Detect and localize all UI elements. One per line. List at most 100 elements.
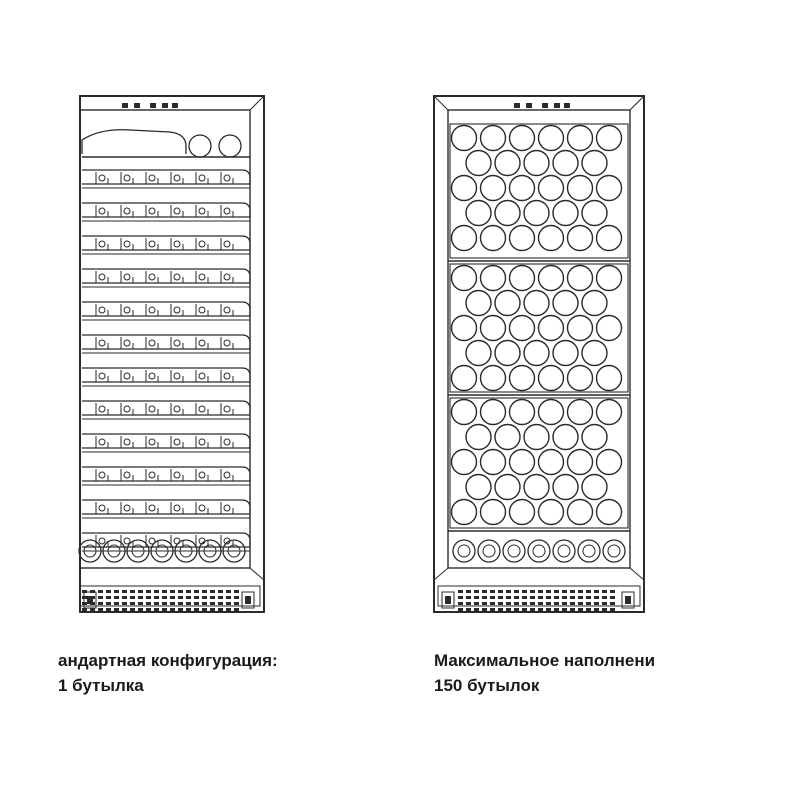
bottle-end [552,149,579,177]
grille-slot [218,602,223,605]
grille-slot [546,608,551,611]
bottle-end [450,364,478,392]
bottle-cap [223,372,231,380]
bottle-end [566,224,594,252]
grille-slot [178,608,183,611]
maximum-caption-line-2: 150 бутылок [434,676,540,695]
bottle-end [566,314,594,342]
bottle-neck [120,535,134,548]
shelf-rail [82,301,251,317]
bottle-end [566,264,594,292]
bottle-cap [223,174,231,182]
grille-slot [178,596,183,599]
bottle-end [477,539,501,563]
grille-slot [154,590,159,593]
bottle-cap [173,471,181,479]
bottle-cap [148,273,156,281]
grille-slot [210,602,215,605]
grille-slot [194,602,199,605]
bottle-cap [173,405,181,413]
cabinet-frame [433,95,645,613]
grille-slot [170,602,175,605]
bottle-cap [98,537,106,545]
bottle-cap [123,174,131,182]
grille-slot [586,596,591,599]
panel-indicator [150,103,156,108]
grille-slot [98,602,103,605]
bottle-end [450,448,478,476]
grille-slot [530,596,535,599]
grille-slot [202,608,207,611]
bottle-stack-section [448,397,630,532]
bottle-end-inner [107,544,121,558]
bottle-cap [198,207,206,215]
grille-slot [114,608,119,611]
bottle-cap [98,240,106,248]
bottom-bottle-row [78,539,246,563]
bottle-end [581,199,608,227]
bottle-end [450,264,478,292]
bottle-neck [170,535,184,548]
grille-slot [162,590,167,593]
bottle-cap [198,306,206,314]
bottle-end [537,314,565,342]
bottle-end [465,149,492,177]
bottle-neck [95,403,109,416]
bottle-cap [98,372,106,380]
bottle-neck [195,205,209,218]
grille-slot [610,590,615,593]
bottle-neck [145,502,159,515]
bottle-cap [123,372,131,380]
sliding-shelf [82,499,251,519]
sliding-shelf [82,367,251,387]
bottle-cap [148,405,156,413]
bottle-end [508,364,536,392]
bottle-end [479,174,507,202]
grille-slot [106,608,111,611]
grille-slot [170,596,175,599]
control-panel [122,103,178,108]
bottle-neck [195,337,209,350]
grille-slot [218,590,223,593]
grille-slot [218,596,223,599]
grille-slot [114,602,119,605]
grille-slot [234,608,239,611]
grille-slot [138,596,143,599]
bottle-cap [98,438,106,446]
grille-slot [170,590,175,593]
grille-corner-fill [245,596,251,604]
bottle-end [479,448,507,476]
panel-indicator [554,103,560,108]
bottle-end [479,314,507,342]
bottle-end [602,539,626,563]
bottle-end-inner [131,544,145,558]
bottle-cap [148,504,156,512]
grille-slot [98,608,103,611]
grille-outline [437,585,641,607]
grille-slot [210,596,215,599]
bottle-end [479,398,507,426]
panel-indicator [122,103,128,108]
grille-slot [610,608,615,611]
grille-slot [146,602,151,605]
bottle-neck [120,304,134,317]
bottle-neck [195,370,209,383]
grille-slot [570,602,575,605]
shelf-rail [82,202,251,218]
bottle-cap [223,405,231,413]
grille-slot [226,596,231,599]
shelf-rail [82,499,251,515]
bottle-neck [220,205,234,218]
bottle-neck [95,436,109,449]
grille-slot [226,602,231,605]
grille-slot [106,590,111,593]
bottle-end [595,124,623,152]
bottle-end [537,174,565,202]
bottle-end [577,539,601,563]
grille-slot [474,602,479,605]
grille-slot [482,608,487,611]
bottle-end [537,224,565,252]
grille-slot [498,608,503,611]
grille-slot [186,608,191,611]
